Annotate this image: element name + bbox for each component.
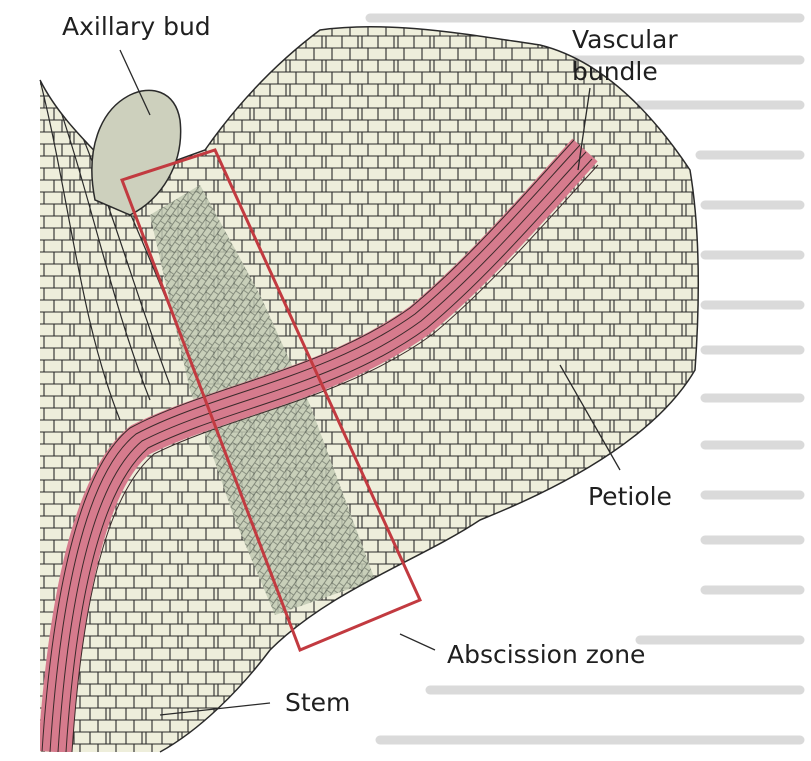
label-vascular-line2: bundle (572, 57, 658, 86)
label-axillary-bud: Axillary bud (62, 12, 211, 41)
label-petiole: Petiole (588, 482, 672, 511)
label-abscission-zone: Abscission zone (447, 640, 645, 669)
label-stem: Stem (285, 688, 350, 717)
label-vascular-line1: Vascular (572, 25, 678, 54)
